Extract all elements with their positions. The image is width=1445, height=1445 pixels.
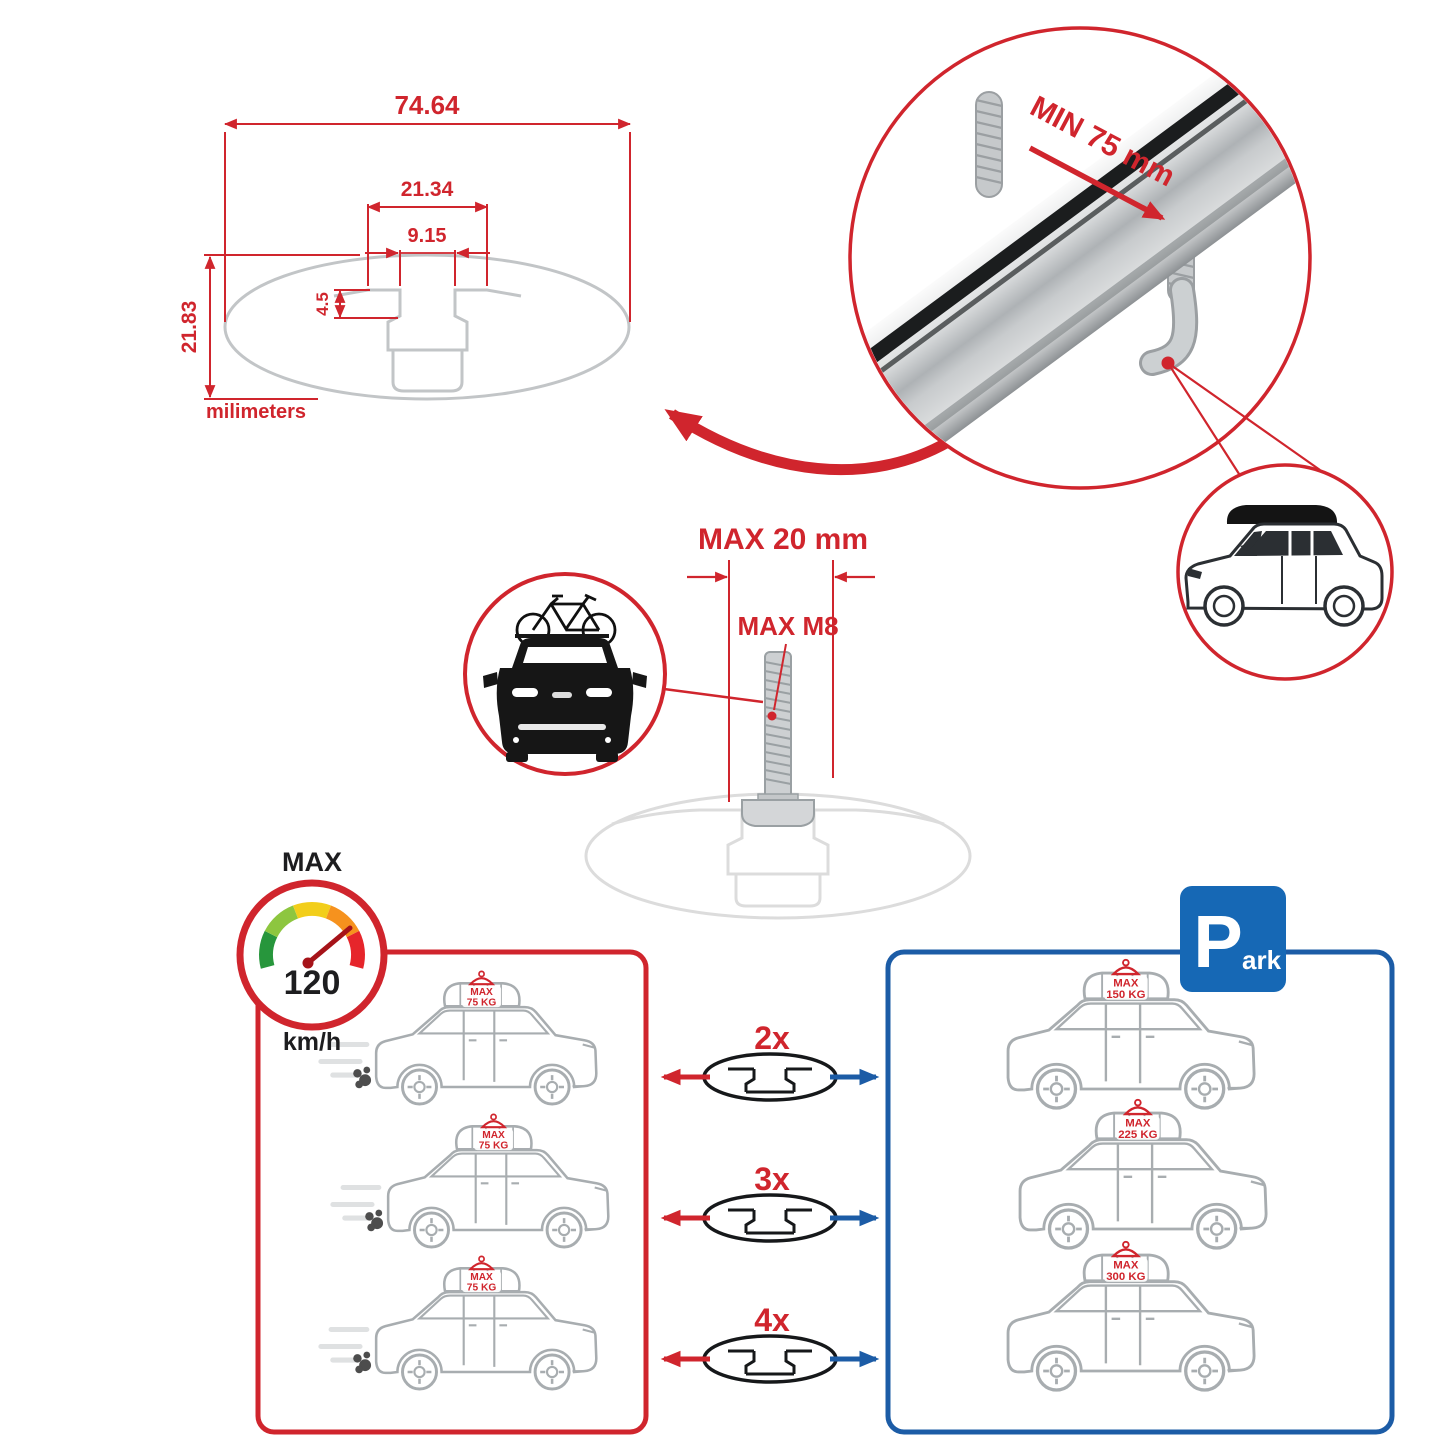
crossbar-mini-icon — [702, 1334, 838, 1384]
park-sign-suffix: ark — [1242, 945, 1282, 975]
load-badge-value: 75 KG — [479, 1140, 509, 1151]
dimension-channel-width: 21.34 — [366, 178, 489, 286]
profile-lower-box — [391, 350, 464, 393]
gauge-needle — [305, 925, 353, 966]
crossbar-cross-section-drawing: 74.64 21.34 9.15 4.5 21.83 milimeters — [178, 90, 632, 423]
load-badge-value: 75 KG — [467, 997, 497, 1008]
parked-car-2: MAX 225 KG — [1018, 1098, 1268, 1250]
load-badge-value: 225 KG — [1118, 1129, 1157, 1141]
units-label: milimeters — [206, 401, 306, 423]
profile-ellipse — [223, 253, 631, 401]
zoom-arrow — [664, 409, 951, 476]
dim-channel-width-label: 21.34 — [401, 178, 454, 201]
speed-value: 120 — [284, 964, 341, 1002]
load-badge-max: MAX — [470, 1272, 493, 1283]
mount-detail: MAX 20 mm MAX M8 — [463, 523, 972, 920]
park-sign: P ark — [1180, 886, 1286, 992]
crossbar-mini-icon — [702, 1052, 838, 1102]
bar-count-rows: 2x 3x 4x — [660, 1020, 880, 1384]
speed-max-label: MAX — [282, 847, 342, 877]
connector-lines — [1167, 362, 1321, 478]
suv-roofbox-circle — [1176, 463, 1394, 681]
max-bolt-label: MAX M8 — [737, 611, 838, 641]
suv-roofbox-icon — [1184, 505, 1384, 627]
load-badge-max: MAX — [482, 1130, 505, 1141]
dimension-total-height: 21.83 — [178, 254, 360, 400]
car-front-icon — [483, 634, 647, 762]
driving-car-3: MAX 75 KG — [321, 1254, 598, 1391]
hook-curve — [1142, 280, 1196, 373]
load-badge-value: 75 KG — [467, 1282, 497, 1293]
load-badge-max: MAX — [1125, 1117, 1151, 1129]
load-badge-max: MAX — [1113, 1259, 1139, 1271]
speedometer: MAX 120 km/h — [236, 847, 388, 1056]
bolt-size-callout: MAX M8 — [737, 611, 839, 721]
dim-total-height-label: 21.83 — [178, 301, 201, 354]
load-badge-value: 300 KG — [1106, 1271, 1145, 1283]
gauge-arc — [259, 901, 365, 969]
load-badge-max: MAX — [1113, 977, 1139, 989]
dim-total-width-label: 74.64 — [394, 90, 460, 120]
park-sign-plate — [1180, 886, 1286, 992]
crossbar-mini-icon — [702, 1193, 838, 1243]
profile-channel — [333, 288, 522, 352]
parked-car-1: MAX 150 KG — [1006, 958, 1256, 1110]
driving-car-2: MAX 75 KG — [333, 1112, 610, 1249]
bike-car-circle — [463, 572, 764, 776]
leader-line — [663, 687, 764, 704]
leader-dot — [767, 711, 777, 721]
dim-slot-width-label: 9.15 — [408, 225, 447, 247]
speed-unit: km/h — [283, 1028, 341, 1056]
bolt-icon — [741, 651, 815, 827]
gauge-pivot — [302, 957, 314, 969]
bar-count-1: 2x — [754, 1020, 790, 1056]
park-sign-letter: P — [1193, 900, 1242, 983]
dimension-total-width: 74.64 — [223, 90, 632, 322]
parked-car-3: MAX 300 KG — [1006, 1240, 1256, 1392]
load-badge-max: MAX — [470, 987, 493, 998]
bar-count-3: 4x — [754, 1302, 790, 1338]
bar-count-2: 3x — [754, 1161, 790, 1197]
driving-car-1: MAX 75 KG — [321, 969, 598, 1106]
min-clearance-arrow — [1028, 145, 1166, 221]
max-width-label: MAX 20 mm — [698, 523, 868, 556]
bar-photo-circle: MIN 75 mm — [848, 26, 1312, 490]
load-badge-value: 150 KG — [1106, 989, 1145, 1001]
dimension-slot-width: 9.15 — [365, 225, 490, 286]
dim-slot-depth-label: 4.5 — [313, 292, 332, 316]
dimension-max-width: MAX 20 mm — [687, 523, 875, 802]
dimension-slot-depth: 4.5 — [313, 289, 398, 319]
